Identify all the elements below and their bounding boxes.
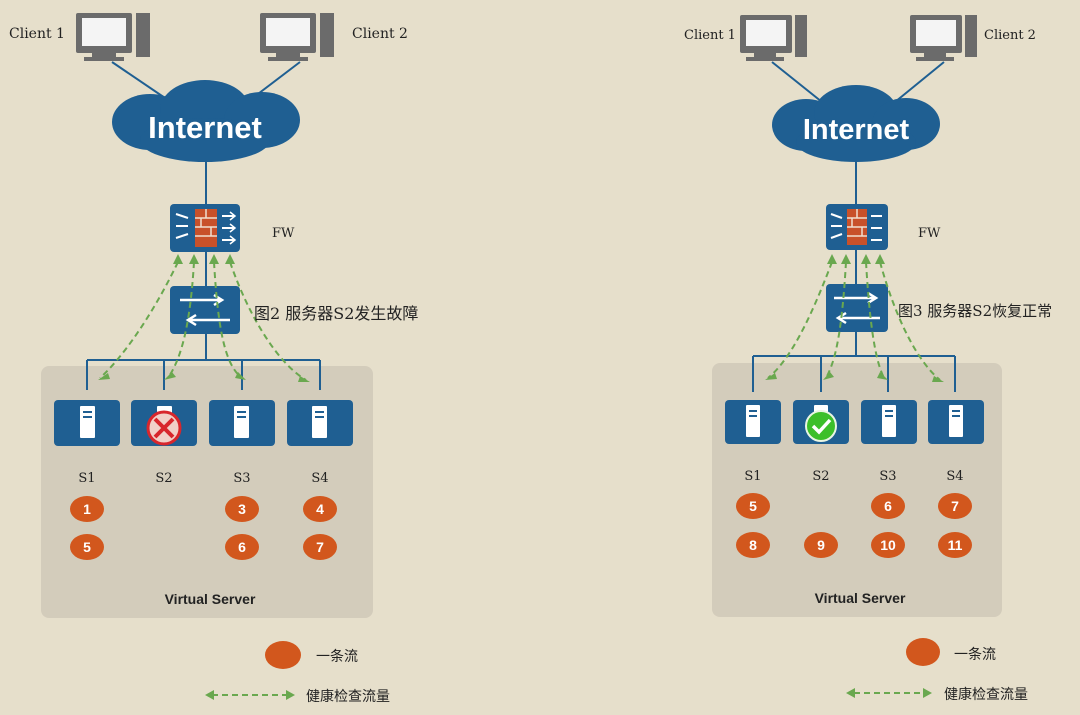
flow-badge: 1 (70, 496, 104, 522)
flow-badge: 6 (871, 493, 905, 519)
legend-health-text-right: 健康检查流量 (944, 687, 1028, 703)
flow-badge: 7 (303, 534, 337, 560)
client2-computer-icon-right (910, 15, 977, 61)
client2-computer-icon-left (260, 13, 334, 61)
client1-computer-icon-right (740, 15, 807, 61)
internet-cloud-icon-right (772, 85, 940, 162)
client2-label-left: Client 2 (352, 26, 408, 42)
fw-label-left: FW (272, 226, 295, 241)
flow-badge: 3 (225, 496, 259, 522)
legend-flow-dot-left (265, 641, 301, 669)
legend-flow-text-left: 一条流 (316, 649, 358, 665)
internet-label-right: Internet (802, 114, 910, 146)
firewall-icon-left (170, 204, 240, 252)
client2-label-right: Client 2 (984, 28, 1036, 43)
legend-flow-text-right: 一条流 (954, 647, 996, 663)
flow-badge: 5 (736, 493, 770, 519)
client1-label-right: Client 1 (684, 28, 736, 43)
server-label-s4-right: S4 (946, 469, 964, 484)
virtual-server-title-left: Virtual Server (164, 591, 256, 607)
server-tower-icons-right (746, 405, 963, 437)
health-check-arrows-right (767, 261, 941, 381)
server-label-s3-right: S3 (879, 469, 897, 484)
flow-badge: 11 (938, 532, 972, 558)
internet-label-left: Internet (148, 110, 262, 145)
server-label-s2-right: S2 (812, 469, 830, 484)
fw-label-right: FW (918, 226, 941, 241)
server-label-s2-left: S2 (155, 471, 173, 486)
flow-badge: 8 (736, 532, 770, 558)
server-tower-icons-left (80, 406, 327, 438)
switch-icon-right (826, 284, 888, 332)
server-label-s4-left: S4 (311, 471, 329, 486)
virtual-server-title-right: Virtual Server (814, 590, 906, 606)
server-label-s1-left: S1 (78, 471, 96, 486)
flow-badge: 6 (225, 534, 259, 560)
client1-label-left: Client 1 (9, 26, 65, 42)
flow-badge: 4 (303, 496, 337, 522)
flow-badge: 9 (804, 532, 838, 558)
firewall-icon-right (826, 204, 888, 250)
caption-left: 图2 服务器S2发生故障 (254, 304, 419, 323)
server-label-s3-left: S3 (233, 471, 251, 486)
fail-x-icon (146, 410, 182, 446)
client1-computer-icon-left (76, 13, 150, 61)
caption-right: 图3 服务器S2恢复正常 (898, 302, 1053, 320)
server-label-s1-right: S1 (744, 469, 762, 484)
legend-health-text-left: 健康检查流量 (306, 689, 390, 705)
ok-check-icon (805, 410, 837, 442)
health-check-arrows-left (99, 261, 307, 381)
flow-badge: 5 (70, 534, 104, 560)
flow-badge: 7 (938, 493, 972, 519)
legend-flow-dot-right (906, 638, 940, 666)
internet-cloud-icon-left (112, 80, 300, 162)
flow-badge: 10 (871, 532, 905, 558)
